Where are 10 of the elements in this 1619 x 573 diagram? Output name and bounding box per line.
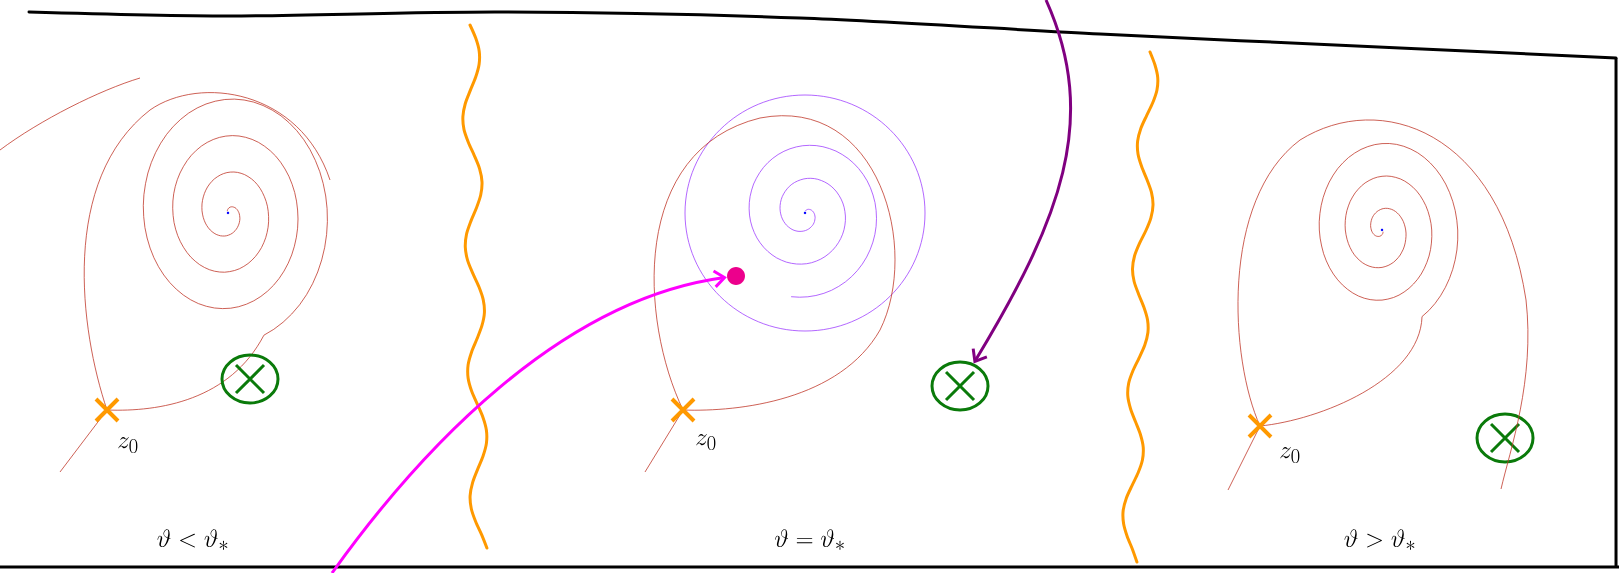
arrow (330, 269, 727, 573)
math-label: $z_0$ (696, 434, 716, 451)
arrow (971, 0, 1072, 364)
math-label: $\vartheta = \vartheta_*$ (775, 529, 844, 550)
math-label: $\vartheta > \vartheta_*$ (1344, 529, 1415, 550)
math-label: $z_0$ (118, 437, 138, 454)
math-label: $z_0$ (1280, 447, 1300, 464)
crossed-circle (930, 360, 990, 412)
dot (727, 267, 745, 285)
math-label: $\vartheta < \vartheta_*$ (157, 529, 228, 550)
